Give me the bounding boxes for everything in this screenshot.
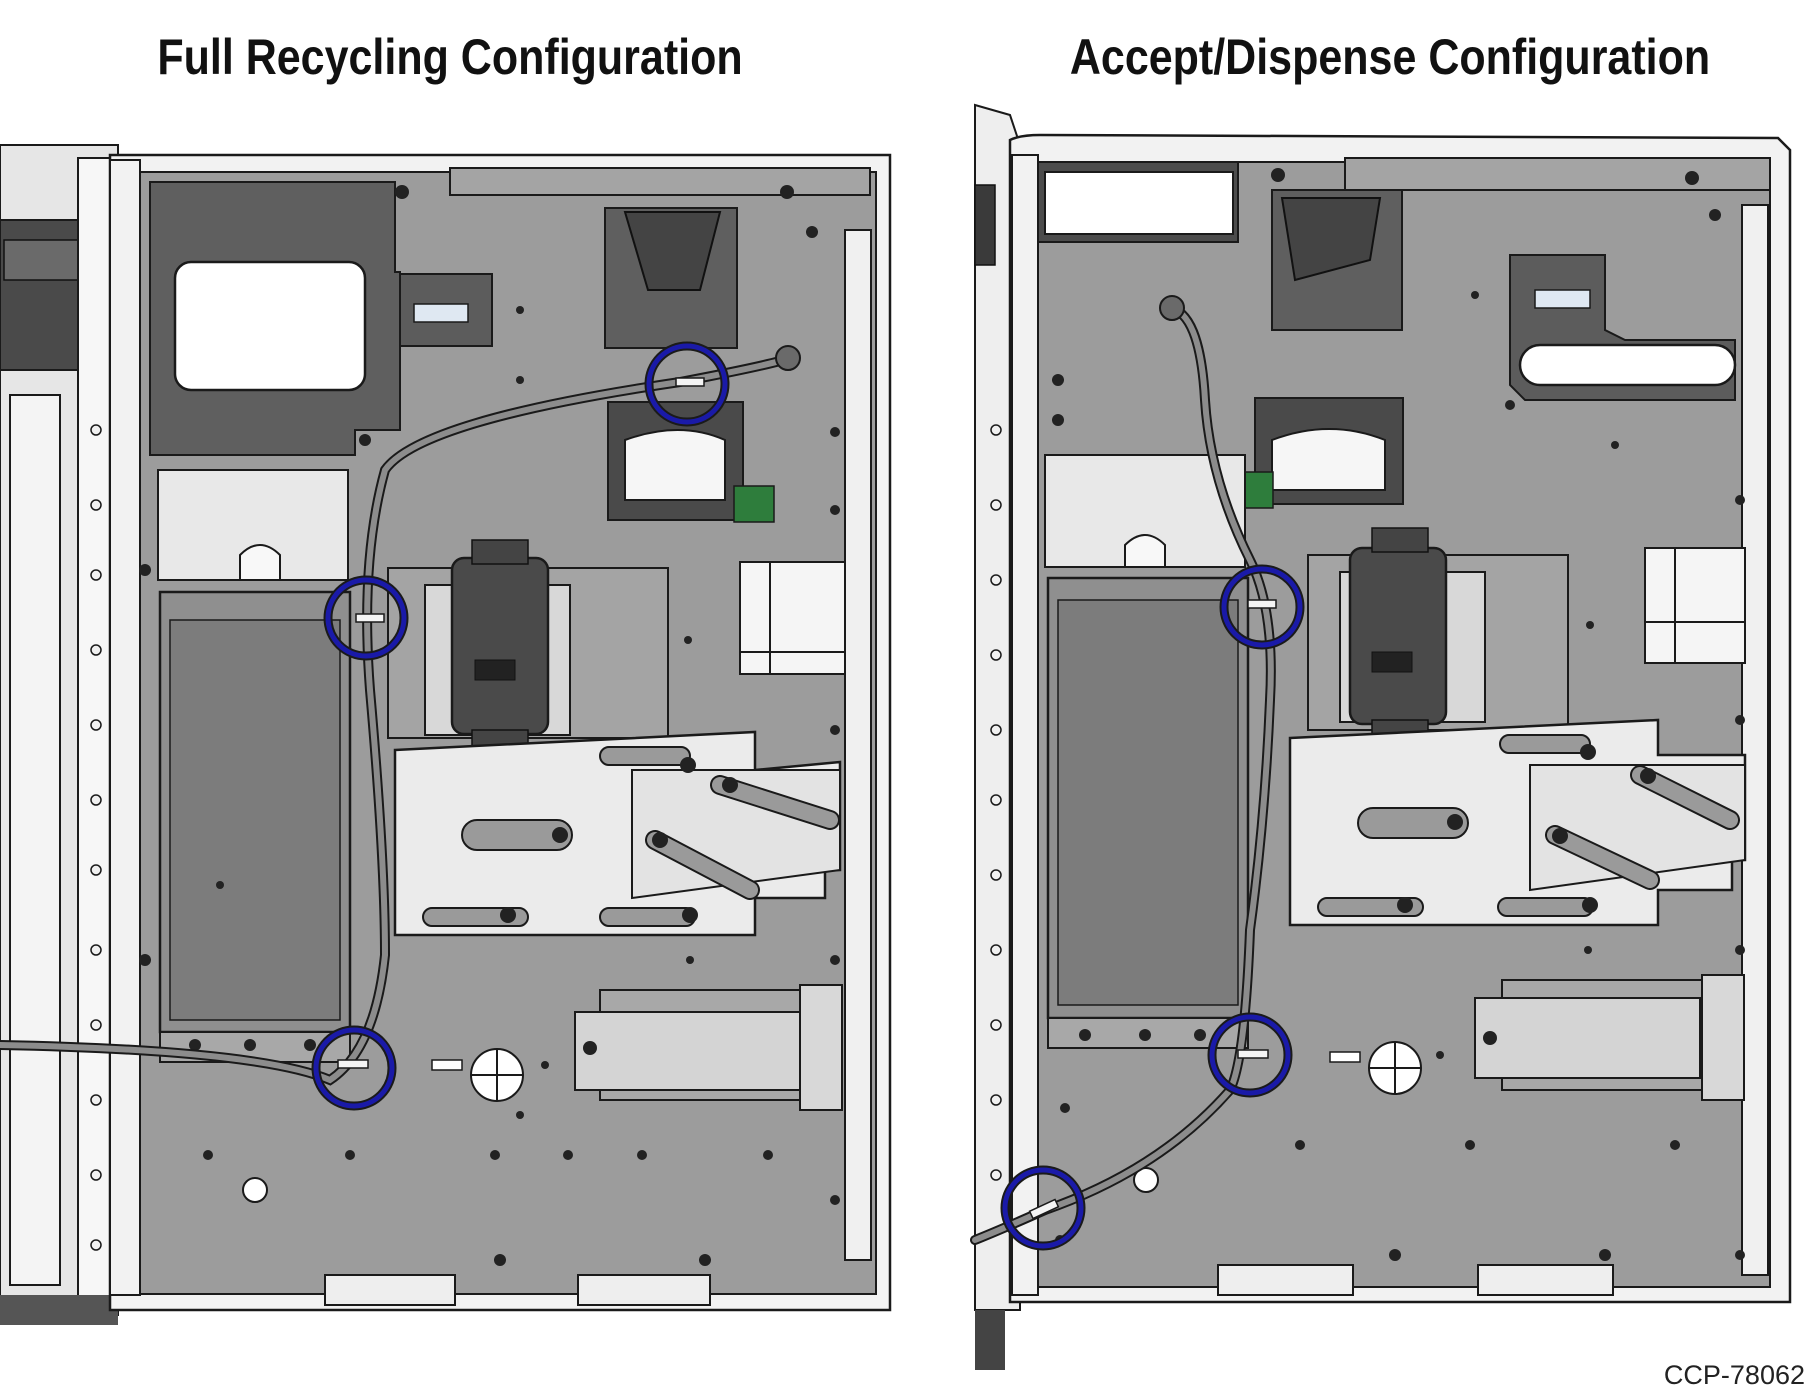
right-drawer-plate: [1474, 997, 1701, 1079]
left-white-box: [739, 561, 846, 675]
left-lock-keypad: [474, 659, 516, 681]
right-slot-bottom-left: [1317, 897, 1424, 917]
right-sensor: [1534, 289, 1591, 309]
left-screws: [139, 185, 840, 1266]
right-slot-bottom-right: [1497, 897, 1594, 917]
right-base-foot: [975, 1310, 1005, 1370]
right-screws: [1052, 168, 1745, 1261]
figure-id-label: CCP-78062: [1663, 1360, 1805, 1390]
left-bottom-tab-2: [577, 1274, 711, 1306]
left-lock-body: [450, 556, 550, 736]
left-cable-tie-top: [675, 377, 705, 387]
right-bottom-tab-2: [1477, 1264, 1614, 1296]
right-cable-tie-middle: [1237, 1049, 1269, 1059]
right-callout-top: [1221, 566, 1303, 648]
left-cable-tie-middle: [355, 613, 385, 623]
right-top-strip: [1344, 157, 1771, 191]
right-drawer-side: [1701, 974, 1745, 1101]
left-cable-grommet: [775, 345, 801, 371]
right-chute: [1280, 197, 1382, 282]
right-slot-middle: [1357, 807, 1469, 839]
right-cable-tie-bottom: [1028, 1198, 1060, 1220]
left-door-edge: [77, 157, 115, 1309]
right-cable-tie-top: [1247, 599, 1277, 609]
right-cabinet: [970, 103, 1792, 1370]
right-bottom-tab-1: [1217, 1264, 1354, 1296]
right-lock-body: [1348, 546, 1448, 726]
right-door-rail-holes: [990, 424, 1002, 1181]
right-slot-top: [1499, 734, 1591, 754]
left-callout-bottom: [313, 1027, 395, 1109]
right-white-box: [1644, 547, 1746, 664]
left-slot-middle: [461, 819, 573, 851]
left-slot-bottom-right: [599, 907, 696, 927]
left-hinge-strip: [9, 394, 61, 1286]
left-door-rail-holes: [90, 424, 102, 1251]
title-full-recycling: Full Recycling Configuration: [157, 29, 743, 85]
right-bin-opening: [1271, 428, 1386, 491]
left-top-strip: [449, 167, 871, 196]
left-side-latch: [3, 239, 85, 281]
left-lock-top-tab: [471, 539, 529, 565]
left-bin-opening: [624, 429, 726, 501]
left-cabinet: [0, 144, 892, 1325]
right-cable-grommet: [1159, 295, 1185, 321]
left-drawer-side: [799, 984, 843, 1111]
left-drawer-plate: [574, 1011, 801, 1091]
title-accept-dispense: Accept/Dispense Configuration: [1069, 29, 1711, 85]
right-lock-top-tab: [1371, 527, 1429, 553]
right-side-latch: [974, 184, 996, 266]
left-cable-tie-bottom: [337, 1059, 369, 1069]
left-base-shadow: [0, 1295, 118, 1325]
left-bottom-tab-1: [324, 1274, 456, 1306]
left-chute: [623, 211, 722, 291]
left-callout-top: [646, 343, 728, 425]
right-window: [1044, 171, 1234, 235]
left-tall-compartment-inner: [169, 619, 341, 1021]
right-oval-slot: [1518, 343, 1737, 387]
left-door-hinge-rail: [109, 159, 141, 1296]
right-lock-keypad: [1371, 651, 1413, 673]
left-slot-arch: [239, 544, 281, 581]
right-tall-compartment-inner: [1057, 599, 1239, 1006]
left-window: [173, 260, 367, 392]
right-right-rail: [1741, 204, 1769, 1276]
right-slot-arch: [1124, 534, 1166, 568]
left-green-board: [733, 485, 775, 523]
left-sensor: [413, 303, 469, 323]
left-slot-top: [599, 746, 691, 766]
right-callout-middle: [1209, 1014, 1291, 1096]
left-callout-middle: [325, 577, 407, 659]
right-door-hinge-rail: [1011, 154, 1039, 1296]
left-right-rail: [844, 229, 872, 1261]
right-callout-bottom: [1002, 1167, 1084, 1249]
